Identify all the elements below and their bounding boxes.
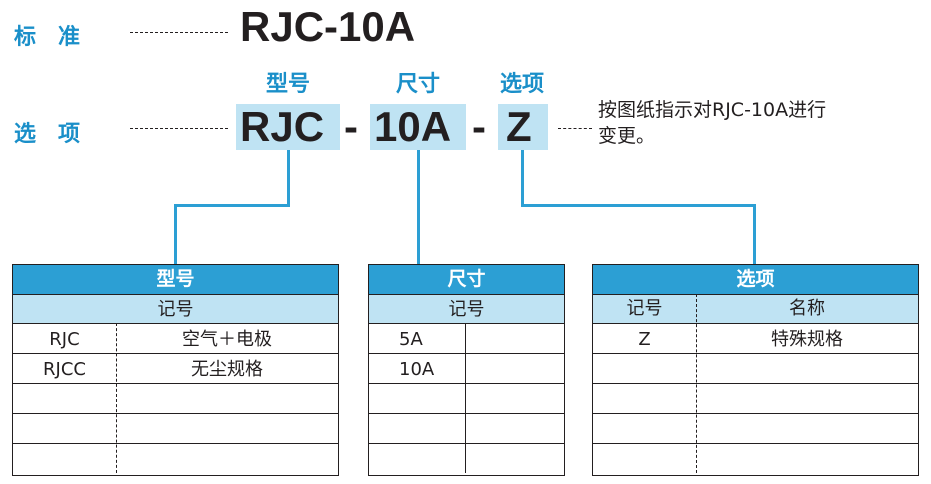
size-header: 尺寸: [395, 72, 440, 97]
option-row-1-code: Z: [638, 329, 651, 350]
standard-label: 标 准: [14, 25, 81, 50]
option-table: 选项 记号 名称 Z 特殊规格: [592, 264, 919, 476]
note-text-line-2: 变更。: [598, 125, 656, 147]
option-col-name-header: 名称: [789, 298, 825, 319]
standard-leader-line: [130, 32, 228, 33]
option-table-title: 选项: [593, 265, 918, 294]
model-table-divider: [116, 323, 117, 473]
note-text-line-1: 按图纸指示对RJC-10A进行: [598, 99, 827, 121]
option-col-code-header: 记号: [626, 298, 663, 319]
option-header: 选项: [499, 72, 544, 97]
option-code: Z: [506, 103, 532, 150]
size-table-divider: [465, 323, 466, 473]
size-table-subheader: 记号: [369, 294, 564, 323]
size-table: 尺寸 记号 5A 10A: [368, 264, 565, 476]
model-row-2-code: RJCC: [43, 359, 86, 380]
standard-model-code: RJC-10A: [240, 3, 416, 50]
option-code-box: [498, 104, 548, 150]
size-table-title: 尺寸: [369, 265, 564, 294]
connector-model-down: [174, 204, 177, 264]
connector-model-h: [174, 204, 290, 207]
model-table-title: 型号: [13, 265, 338, 294]
model-row-1-desc: 空气＋电极: [182, 329, 272, 350]
model-code-box: [236, 104, 340, 150]
connector-option-down: [753, 204, 756, 264]
connector-model: [287, 150, 290, 207]
size-row-2-code: 10A: [399, 359, 435, 380]
option-table-subheader: [593, 294, 918, 323]
size-code: 10A: [374, 103, 452, 150]
model-row-1-code: RJC: [49, 329, 80, 350]
size-code-box: [370, 104, 466, 150]
separator-2: -: [472, 103, 486, 150]
model-table: 型号 记号 RJC 空气＋电极 RJCC 无尘规格: [12, 264, 339, 476]
model-header: 型号: [265, 72, 310, 97]
model-row-2-desc: 无尘规格: [191, 359, 263, 380]
size-row-1-code: 5A: [399, 329, 423, 350]
model-code: RJC: [240, 103, 325, 150]
connector-size: [417, 150, 420, 264]
option-leader-line: [130, 128, 228, 129]
model-table-subheader: 记号: [13, 294, 338, 323]
option-table-divider: [696, 294, 697, 473]
option-row-1-desc: 特殊规格: [771, 329, 843, 350]
note-leader-line: [558, 128, 592, 129]
separator-1: -: [344, 103, 358, 150]
connector-option-h: [521, 204, 756, 207]
option-label: 选 项: [14, 122, 81, 147]
connector-option: [521, 150, 524, 207]
